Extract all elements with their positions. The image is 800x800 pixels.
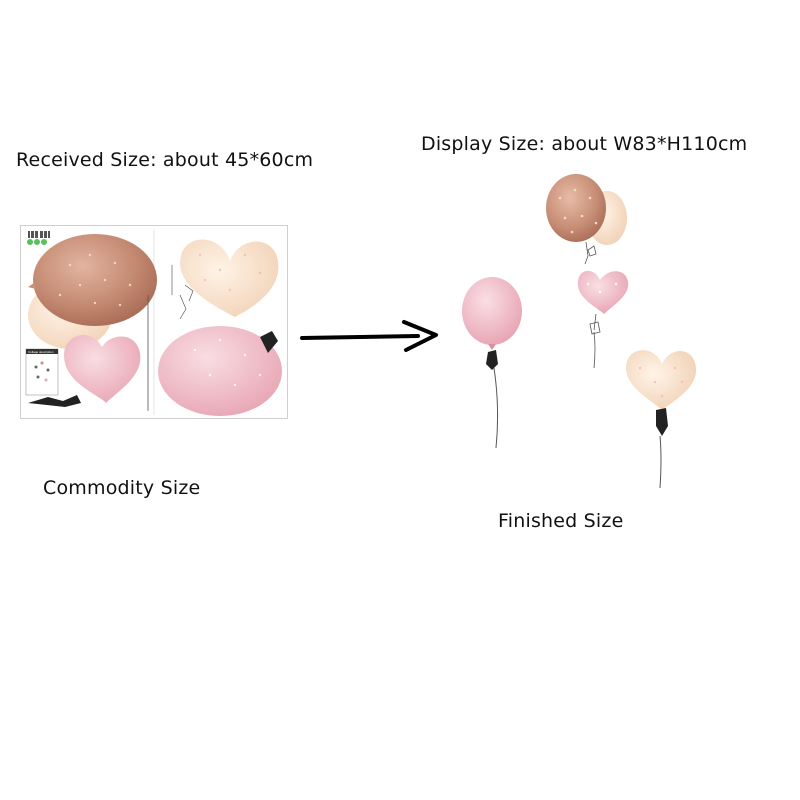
arrow-right-icon [300, 320, 438, 352]
insert-title: Collage description [28, 350, 54, 354]
barcode-icon [28, 231, 50, 238]
sticker-sheet-image: Collage description [20, 225, 288, 419]
received-size-label: Received Size: about 45*60cm [16, 149, 314, 171]
finished-balloons-image [462, 174, 697, 489]
commodity-size-label: Commodity Size [43, 477, 201, 499]
display-size-label: Display Size: about W83*H110cm [421, 133, 748, 155]
finished-size-label: Finished Size [498, 510, 624, 532]
